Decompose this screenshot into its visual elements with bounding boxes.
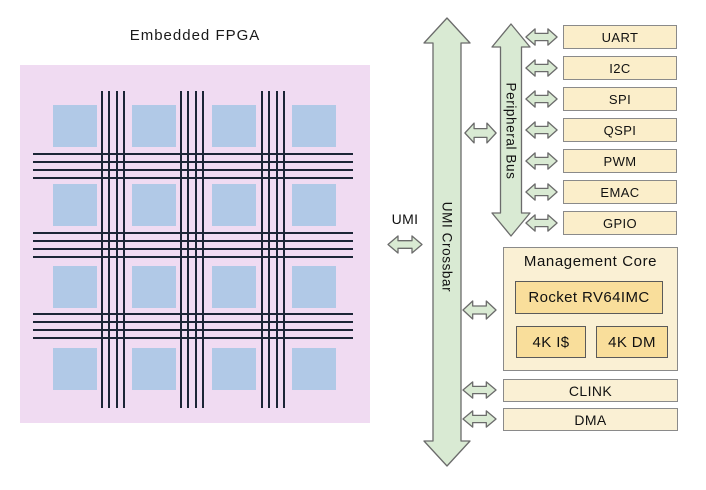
peripheral-emac: EMAC [563, 180, 677, 204]
peripheral-bus-label: Peripheral Bus [503, 82, 519, 180]
umi-crossbar-arrow [423, 17, 471, 467]
peripheral-pwm: PWM [563, 149, 677, 173]
peripheral-bus-arrow [491, 23, 531, 237]
routing-wire [33, 313, 353, 315]
routing-channel-horizontal [33, 232, 353, 258]
routing-wire [33, 177, 353, 179]
logic-block [212, 184, 256, 226]
clink-link-arrow-icon [462, 381, 497, 399]
pwm-link-arrow-icon [525, 152, 558, 170]
management-link-arrow-icon [462, 300, 497, 320]
routing-wire [33, 161, 353, 163]
logic-block [292, 105, 336, 147]
clink-box: CLINK [503, 379, 678, 402]
spi-link-arrow-icon [525, 90, 558, 108]
peripheral-gpio: GPIO [563, 211, 677, 235]
logic-block [53, 105, 97, 147]
routing-wire [33, 321, 353, 323]
logic-block [212, 348, 256, 390]
dma-link-arrow-icon [462, 410, 497, 428]
uart-link-arrow-icon [525, 28, 558, 46]
routing-wire [33, 232, 353, 234]
umi-crossbar-label: UMI Crossbar [439, 201, 455, 293]
fpga-fabric [20, 65, 370, 423]
logic-block [132, 348, 176, 390]
peripheral-i2c: I2C [563, 56, 677, 80]
routing-wire [33, 337, 353, 339]
gpio-link-arrow-icon [525, 214, 558, 232]
logic-block [53, 184, 97, 226]
logic-block [212, 266, 256, 308]
logic-block [53, 348, 97, 390]
management-core-title: Management Core [523, 253, 658, 270]
routing-channel-horizontal [33, 313, 353, 339]
management-core-box: Management Core Rocket RV64IMC 4K I$ 4K … [503, 247, 678, 371]
umi-label: UMI [391, 211, 419, 227]
peripheral-qspi: QSPI [563, 118, 677, 142]
logic-block [292, 348, 336, 390]
peripheral-uart: UART [563, 25, 677, 49]
cpu-box: Rocket RV64IMC [515, 281, 663, 314]
peripheral-spi: SPI [563, 87, 677, 111]
logic-block [132, 266, 176, 308]
logic-block [132, 105, 176, 147]
umi-link-arrow-icon [387, 235, 423, 254]
dmem-box: 4K DM [596, 326, 668, 358]
routing-wire [33, 329, 353, 331]
logic-block [53, 266, 97, 308]
logic-block [132, 184, 176, 226]
fabric-title: Embedded FPGA [129, 27, 261, 44]
routing-wire [33, 248, 353, 250]
emac-link-arrow-icon [525, 183, 558, 201]
qspi-link-arrow-icon [525, 121, 558, 139]
routing-wire [33, 240, 353, 242]
i2c-link-arrow-icon [525, 59, 558, 77]
icache-box: 4K I$ [516, 326, 586, 358]
routing-wire [33, 153, 353, 155]
routing-wire [33, 169, 353, 171]
dma-box: DMA [503, 408, 678, 431]
routing-wire [33, 256, 353, 258]
logic-block [212, 105, 256, 147]
crossbar-peripheralbus-arrow-icon [464, 122, 497, 144]
logic-block [292, 184, 336, 226]
logic-block [292, 266, 336, 308]
routing-channel-horizontal [33, 153, 353, 179]
